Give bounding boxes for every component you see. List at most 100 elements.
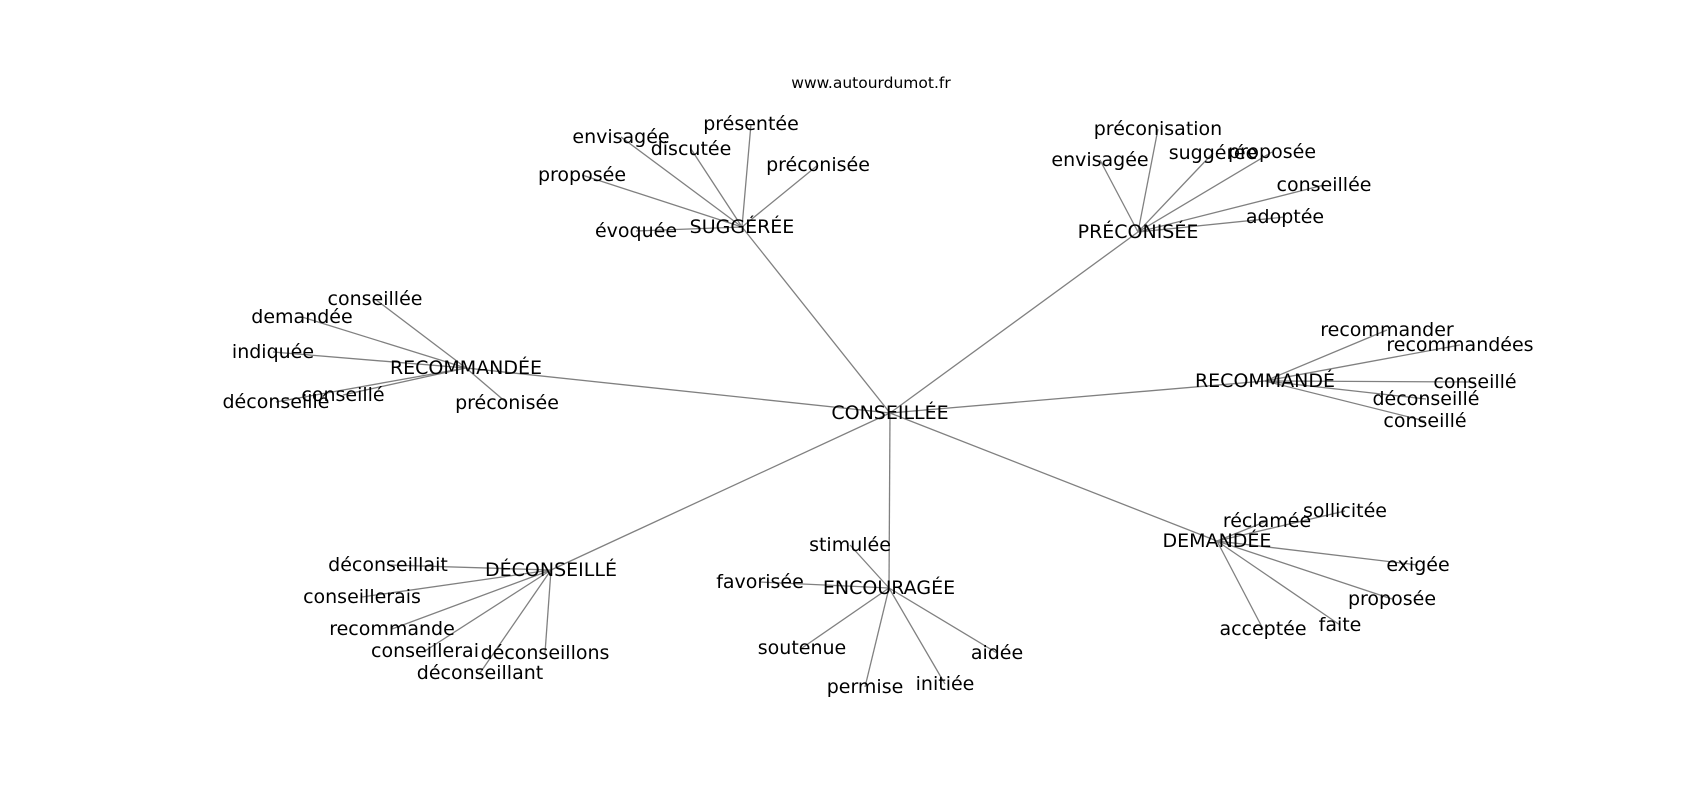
leaf-word: recommande — [329, 618, 455, 640]
edge-encouragee-leaf-3 — [864, 587, 890, 688]
edge-deconseille-leaf-0 — [387, 564, 552, 571]
cluster-node-suggeree: SUGGÉRÉE — [690, 215, 795, 238]
edge-center-preconisee — [889, 231, 1139, 414]
labels-layer: www.autourdumot.fr présentéeenvisagéedis… — [223, 74, 1534, 698]
leaf-word: envisagée — [1051, 149, 1148, 171]
leaf-word: adoptée — [1246, 206, 1324, 228]
leaf-word: proposée — [1348, 588, 1436, 610]
edges-layer — [272, 123, 1476, 688]
edge-encouragee-leaf-0 — [849, 544, 890, 589]
leaf-word: exigée — [1386, 554, 1449, 576]
leaf-word: soutenue — [758, 637, 846, 659]
edge-suggeree-leaf-0 — [741, 123, 752, 228]
edge-deconseille-leaf-1 — [361, 569, 552, 598]
edge-recommande-leaf-1 — [1264, 344, 1461, 382]
edge-center-recommande — [889, 380, 1266, 414]
edge-preconisee-leaf-0 — [1137, 128, 1159, 233]
leaf-word: présentée — [703, 113, 799, 135]
center-node: CONSEILLÉE — [831, 401, 948, 424]
edge-encouragee-leaf-1 — [759, 581, 890, 589]
leaf-word: envisagée — [572, 126, 669, 148]
leaf-word: conseillée — [328, 288, 423, 310]
edge-encouragee-leaf-4 — [888, 587, 946, 685]
edge-recommande-leaf-0 — [1264, 329, 1388, 382]
edge-deconseille-leaf-5 — [479, 569, 552, 674]
edge-suggeree-leaf-1 — [620, 136, 743, 228]
edge-center-suggeree — [741, 226, 891, 414]
leaf-word: conseillerais — [303, 586, 421, 608]
edge-preconisee-leaf-4 — [1137, 184, 1325, 233]
leaf-word: discutée — [651, 138, 732, 160]
edge-demandee-leaf-4 — [1216, 540, 1341, 626]
edge-suggeree-leaf-5 — [635, 226, 743, 232]
edge-recommandee-leaf-3 — [342, 367, 467, 396]
edge-encouragee-leaf-2 — [801, 587, 890, 649]
leaf-word: déconseillons — [481, 642, 610, 664]
cluster-node-demandee: DEMANDÉE — [1163, 529, 1272, 552]
leaf-word: proposée — [1228, 141, 1316, 163]
leaf-word: permise — [827, 676, 904, 698]
leaf-word: déconseillé — [1373, 388, 1480, 410]
edge-demandee-leaf-3 — [1216, 540, 1393, 600]
leaf-word: recommandées — [1386, 334, 1533, 356]
leaf-word: recommander — [1320, 319, 1454, 341]
cluster-node-recommande: RECOMMANDÉ — [1195, 369, 1335, 392]
leaf-word: suggérée — [1169, 142, 1258, 164]
edge-preconisee-leaf-2 — [1137, 152, 1214, 233]
edge-recommandee-leaf-5 — [465, 367, 508, 404]
edge-center-demandee — [889, 412, 1218, 542]
edge-recommandee-leaf-2 — [272, 351, 467, 369]
leaf-word: déconseillant — [417, 662, 543, 684]
cluster-node-deconseille: DÉCONSEILLÉ — [485, 558, 617, 581]
leaf-word: évoquée — [595, 220, 677, 242]
edge-preconisee-leaf-3 — [1137, 151, 1273, 233]
edge-recommande-leaf-2 — [1264, 380, 1476, 383]
cluster-node-encouragee: ENCOURAGÉE — [823, 576, 955, 599]
leaf-word: faite — [1319, 614, 1362, 636]
leaf-word: sollicitée — [1303, 500, 1387, 522]
leaf-word: proposée — [538, 164, 626, 186]
edge-recommandee-leaf-1 — [301, 316, 467, 369]
cluster-node-preconisee: PRÉCONISÉE — [1078, 220, 1199, 243]
leaf-word: préconisée — [766, 154, 870, 176]
leaf-word: conseillée — [1277, 174, 1372, 196]
leaf-word: demandée — [251, 306, 352, 328]
edge-center-recommandee — [465, 367, 891, 414]
leaf-word: conseillerai — [371, 640, 479, 662]
leaf-word: conseillé — [301, 384, 384, 406]
edge-suggeree-leaf-2 — [690, 148, 743, 228]
edge-recommandee-leaf-0 — [374, 298, 467, 369]
leaf-word: déconseillait — [328, 554, 448, 576]
edge-demandee-leaf-1 — [1216, 520, 1268, 542]
edge-recommandee-leaf-4 — [275, 367, 467, 403]
leaf-word: acceptée — [1219, 618, 1306, 640]
leaf-word: déconseillé — [223, 391, 330, 413]
edge-deconseille-leaf-4 — [544, 569, 552, 654]
leaf-word: conseillé — [1433, 371, 1516, 393]
edge-preconisee-leaf-5 — [1137, 216, 1286, 233]
source-label: www.autourdumot.fr — [791, 74, 951, 92]
edge-preconisee-leaf-1 — [1099, 159, 1139, 233]
edge-recommande-leaf-3 — [1264, 380, 1427, 400]
leaf-word: stimulée — [809, 534, 891, 556]
edge-demandee-leaf-0 — [1216, 510, 1346, 542]
edge-suggeree-leaf-3 — [741, 164, 819, 228]
leaf-word: conseillé — [1383, 410, 1466, 432]
leaf-word: préconisation — [1094, 118, 1222, 140]
edge-demandee-leaf-2 — [1216, 540, 1419, 566]
leaf-word: initiée — [916, 673, 975, 695]
edge-deconseille-leaf-2 — [391, 569, 552, 630]
leaf-word: favorisée — [716, 571, 804, 593]
edge-deconseille-leaf-3 — [424, 569, 552, 652]
leaf-word: préconisée — [455, 392, 559, 414]
leaf-word: aidée — [971, 642, 1023, 664]
edge-center-encouragee — [888, 412, 891, 589]
leaf-word: indiquée — [232, 341, 314, 363]
leaf-word: réclamée — [1223, 510, 1311, 532]
edge-demandee-leaf-5 — [1216, 540, 1264, 630]
edge-suggeree-leaf-4 — [581, 174, 743, 228]
edge-encouragee-leaf-5 — [888, 587, 998, 654]
cluster-node-recommandee: RECOMMANDÉE — [390, 356, 542, 379]
edge-center-deconseille — [550, 412, 891, 571]
